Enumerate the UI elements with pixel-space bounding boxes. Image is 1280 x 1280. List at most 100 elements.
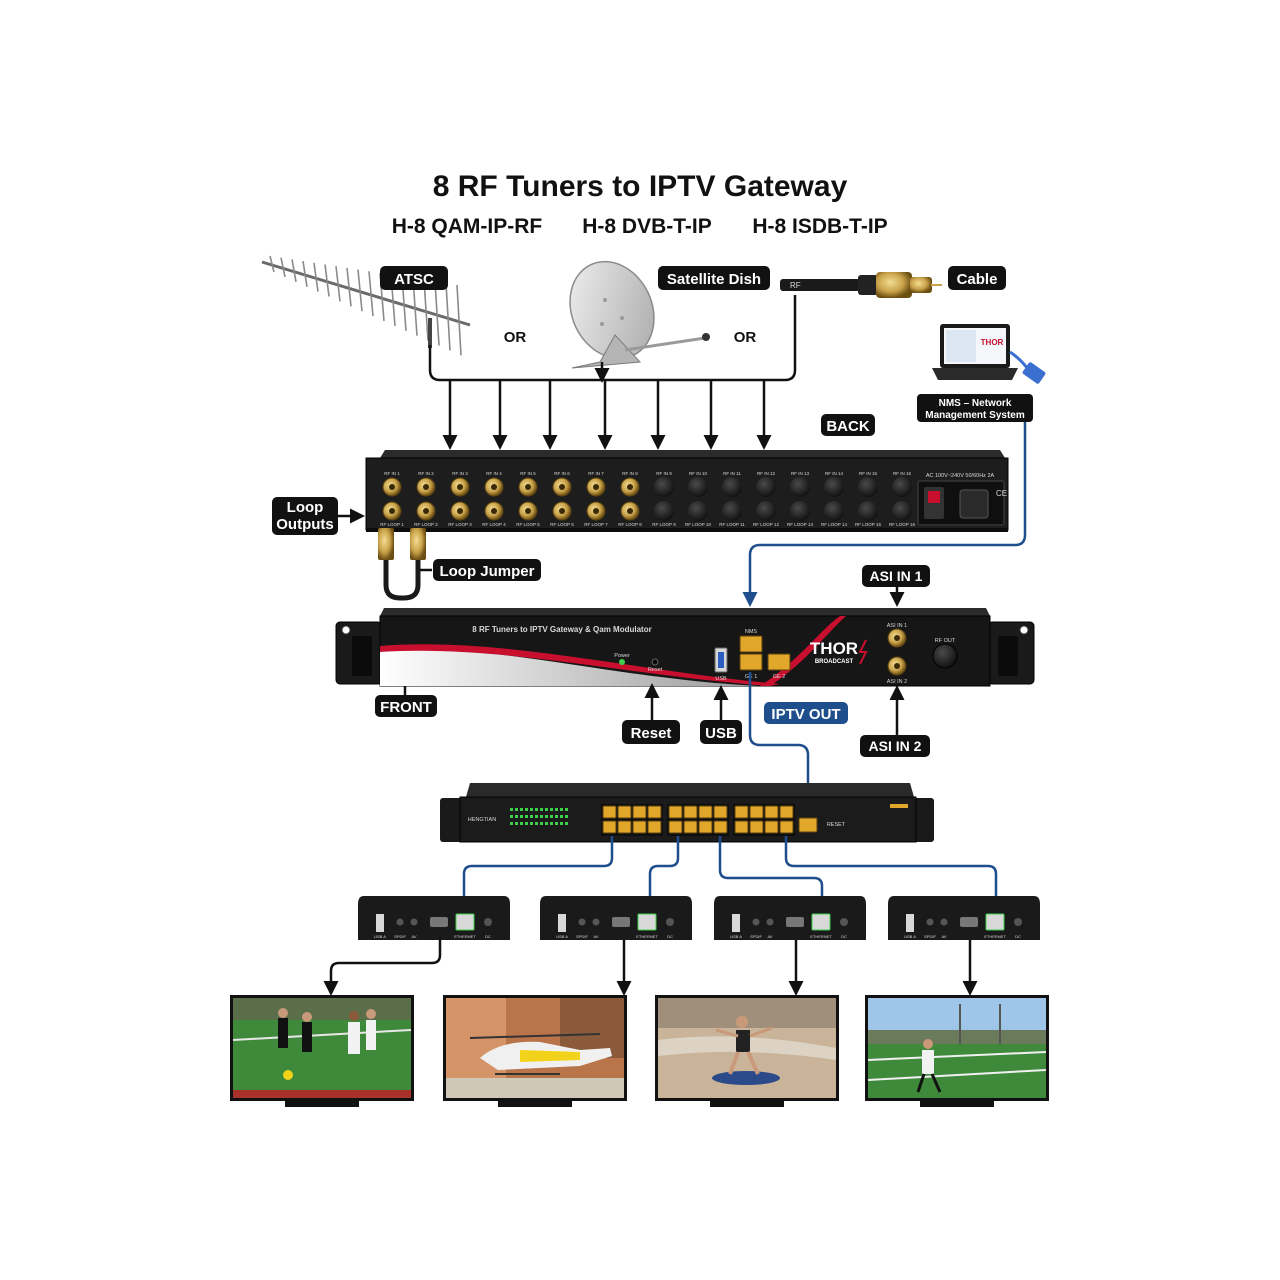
rf-in-label: RF IN 15 — [859, 471, 878, 476]
asi-in2-text: ASI IN 2 — [869, 738, 922, 754]
stb-hdmi-port[interactable] — [960, 917, 978, 927]
stb-port-label: AV — [767, 934, 772, 939]
rf-loop-label: RF LOOP 8 — [618, 522, 642, 527]
stb-av-port[interactable] — [410, 918, 418, 926]
switch-port[interactable] — [734, 805, 749, 819]
stb-spdif-port[interactable] — [578, 918, 586, 926]
ce-mark: CE — [996, 489, 1007, 498]
switch-led — [530, 808, 533, 811]
stb-port-label: USB A — [556, 934, 568, 939]
switch-port[interactable] — [713, 820, 728, 834]
stb-dc-port[interactable] — [484, 918, 492, 926]
switch-port[interactable] — [734, 820, 749, 834]
stb-port-label: USB A — [904, 934, 916, 939]
switch-led — [510, 822, 513, 825]
switch-port[interactable] — [617, 805, 632, 819]
switch-port[interactable] — [632, 805, 647, 819]
stb-spdif-port[interactable] — [926, 918, 934, 926]
cable-label-text: Cable — [957, 271, 998, 288]
switch-port[interactable] — [683, 820, 698, 834]
stb-port-label: AV — [593, 934, 598, 939]
page-title: 8 RF Tuners to IPTV Gateway — [433, 170, 848, 203]
rf-out-connector[interactable] — [932, 643, 958, 669]
switch-port[interactable] — [647, 805, 662, 819]
rf-in-label: RF IN 7 — [588, 471, 604, 476]
ge2-port[interactable] — [767, 653, 791, 671]
rf-loop-label: RF LOOP 11 — [719, 522, 745, 527]
thor-logo-sub: BROADCAST — [815, 659, 854, 665]
switch-uplink-port[interactable] — [798, 817, 818, 833]
switch-port[interactable] — [749, 820, 764, 834]
stb-usb-port[interactable] — [732, 914, 740, 932]
ge1-port[interactable] — [739, 653, 763, 671]
switch-led — [555, 808, 558, 811]
stb-spdif-port[interactable] — [396, 918, 404, 926]
rf-loop-label: RF LOOP 5 — [516, 522, 540, 527]
switch-port[interactable] — [698, 805, 713, 819]
switch-port[interactable] — [764, 805, 779, 819]
stb-av-port[interactable] — [592, 918, 600, 926]
stb-dc-port[interactable] — [840, 918, 848, 926]
rf-in-cap — [654, 477, 674, 497]
switch-port[interactable] — [668, 820, 683, 834]
reset-button[interactable] — [651, 658, 659, 666]
rf-in-label: RF IN 13 — [791, 471, 810, 476]
switch-port[interactable] — [749, 805, 764, 819]
switch-port[interactable] — [764, 820, 779, 834]
switch-led — [545, 808, 548, 811]
stb-dc-port[interactable] — [1014, 918, 1022, 926]
rf-loop-connector-core — [423, 508, 429, 514]
antenna-element — [324, 264, 330, 297]
switch-port[interactable] — [779, 805, 794, 819]
stb-hdmi-port[interactable] — [430, 917, 448, 927]
switch-led — [520, 808, 523, 811]
loop-jumper-text: Loop Jumper — [439, 563, 534, 580]
switch-port[interactable] — [779, 820, 794, 834]
switch-led — [515, 808, 518, 811]
stb-dc-port[interactable] — [666, 918, 674, 926]
switch-led — [565, 815, 568, 818]
stb-usb-port[interactable] — [376, 914, 384, 932]
stb-ethernet-port[interactable] — [637, 913, 657, 931]
rf-loop-cap — [858, 501, 878, 521]
switch-led — [530, 815, 533, 818]
switch-port[interactable] — [668, 805, 683, 819]
rf-in-label: RF IN 11 — [723, 471, 741, 476]
rf-in-connector-core — [559, 484, 565, 490]
rf-loop-label: RF LOOP 10 — [685, 522, 711, 527]
stb-av-port[interactable] — [940, 918, 948, 926]
switch-led — [510, 815, 513, 818]
stb-ethernet-port[interactable] — [455, 913, 475, 931]
switch-port[interactable] — [602, 820, 617, 834]
switch-led — [545, 822, 548, 825]
switch-ports — [601, 804, 795, 836]
rf-in-label: RF IN 6 — [554, 471, 570, 476]
stb-hdmi-port[interactable] — [786, 917, 804, 927]
stb-usb-port[interactable] — [906, 914, 914, 932]
stb-port-label: DC — [841, 934, 847, 939]
switch-port[interactable] — [632, 820, 647, 834]
stb-usb-port[interactable] — [558, 914, 566, 932]
or-label: OR — [504, 329, 527, 346]
nms-port[interactable] — [739, 635, 763, 653]
switch-port[interactable] — [602, 805, 617, 819]
antenna-element — [280, 257, 286, 278]
switch-port[interactable] — [617, 820, 632, 834]
switch-port[interactable] — [713, 805, 728, 819]
rf-loop-cap — [756, 501, 776, 521]
stb-hdmi-port[interactable] — [612, 917, 630, 927]
switch-port[interactable] — [683, 805, 698, 819]
nms-label — [917, 394, 1033, 422]
rf-loop-connector-core — [491, 508, 497, 514]
power-module: AC 100V~240V 50/60Hz 2A CE — [917, 473, 1007, 526]
stb-spdif-port[interactable] — [752, 918, 760, 926]
rf-loop-label: RF LOOP 3 — [448, 522, 472, 527]
stb-av-port[interactable] — [766, 918, 774, 926]
stb-ethernet-port[interactable] — [811, 913, 831, 931]
laptop-icon: THOR — [932, 324, 1018, 380]
rf-in-connector-core — [423, 484, 429, 490]
switch-port[interactable] — [698, 820, 713, 834]
stb-ethernet-port[interactable] — [985, 913, 1005, 931]
switch-port[interactable] — [647, 820, 662, 834]
rf-loop-label: RF LOOP 6 — [550, 522, 574, 527]
